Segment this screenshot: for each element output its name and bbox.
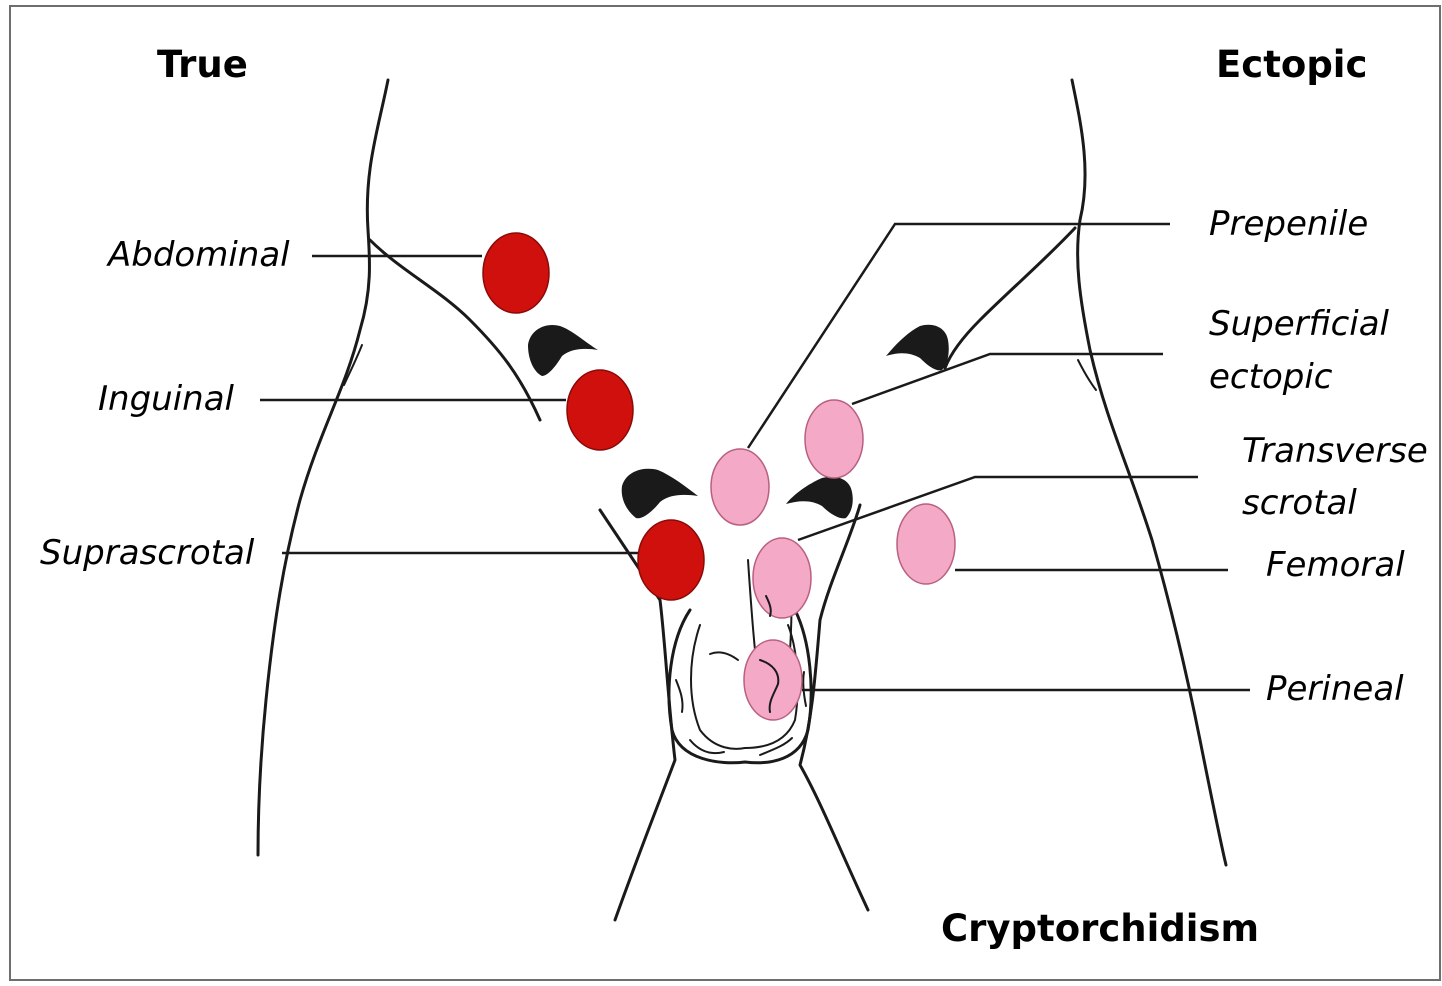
abdominal-label: Abdominal (106, 235, 290, 275)
ectopic-heading: Ectopic (1216, 43, 1367, 86)
prepenile-testis (711, 449, 769, 525)
transverse-scrotal-label-line1: Transverse (1242, 431, 1428, 471)
femoral-testis (897, 504, 955, 584)
suprascrotal-label: Suprascrotal (40, 533, 255, 573)
scrotum-texture-3 (676, 680, 683, 712)
left-flank-line (258, 80, 388, 855)
superficial-ectopic-testis (805, 400, 863, 478)
transverse-scrotal-testis (753, 538, 811, 618)
right-flank-line (1072, 80, 1226, 865)
femoral-label: Femoral (1266, 545, 1405, 585)
superficial-ectopic-label-line1: Superficial (1209, 304, 1390, 344)
superficial-ectopic-label-line2: ectopic (1209, 357, 1333, 397)
suprascrotal-testis (638, 520, 704, 600)
inguinal-testis (567, 370, 633, 450)
true-cryptorchid-positions (483, 233, 704, 600)
right-inguinal-crease (945, 228, 1075, 368)
superficial-ectopic-leader (852, 354, 1163, 404)
figure-title: Cryptorchidism (941, 907, 1259, 950)
true-heading: True (157, 43, 248, 86)
abdominal-testis (483, 233, 549, 313)
scrotum-texture-1 (690, 740, 724, 753)
pubic-hair-tuft-left-upper (528, 325, 598, 376)
pubic-hair-tuft-left-lower (622, 469, 698, 519)
perineal-label: Perineal (1266, 669, 1404, 709)
pubic-hair-tuft-right-lower (786, 477, 853, 519)
transverse-scrotal-label-line2: scrotal (1242, 483, 1357, 523)
scrotum-texture-5 (710, 652, 738, 660)
pubic-hair-tuft-right-upper (886, 325, 949, 371)
inguinal-label: Inguinal (98, 379, 235, 419)
perineal-testis (744, 640, 802, 720)
prepenile-label: Prepenile (1209, 204, 1368, 244)
